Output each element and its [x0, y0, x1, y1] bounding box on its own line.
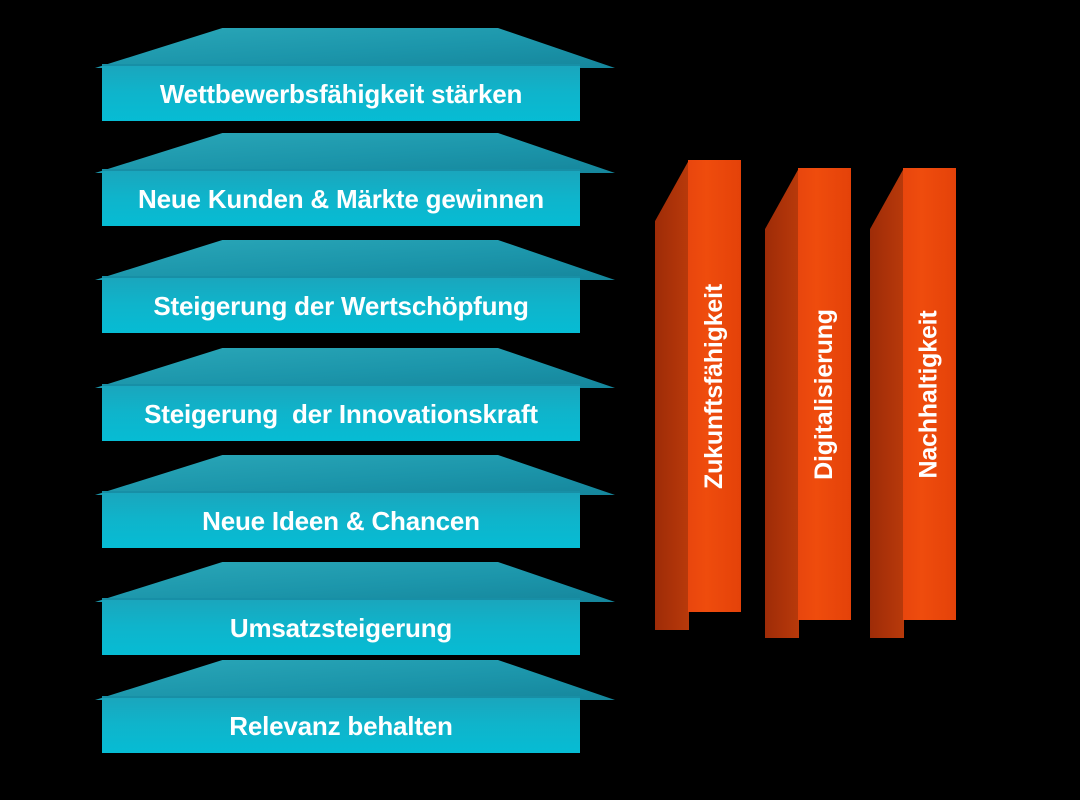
pillar-side-face: [870, 168, 904, 638]
pillar-label-text: Nachhaltigkeit: [915, 309, 944, 479]
slab-item[interactable]: Steigerung der Innovationskraft: [95, 348, 615, 458]
pillar-label: Digitalisierung: [798, 168, 851, 620]
slab-top-face: [95, 348, 615, 388]
slab-label: Wettbewerbsfähigkeit stärken: [159, 78, 523, 109]
slab-front-face: [102, 66, 580, 121]
slab-front-face: [102, 171, 580, 226]
pillar-label-text: Zukunftsfähigkeit: [700, 283, 728, 489]
slab-front-face: [102, 278, 580, 333]
pillar-label: Nachhaltigkeit: [903, 168, 956, 620]
slab-label: Steigerung der Innovationskraft: [144, 398, 538, 429]
slab-front-face: [102, 493, 580, 548]
slab-label: Steigerung der Wertschöpfung: [153, 290, 529, 321]
pillar-label: Zukunftsfähigkeit: [688, 160, 741, 612]
slab-item[interactable]: Neue Kunden & Märkte gewinnen: [95, 133, 615, 243]
slab-label: Umsatzsteigerung: [229, 612, 453, 643]
pillar-front-face: [798, 168, 851, 620]
slab-item[interactable]: Wettbewerbsfähigkeit stärken: [95, 28, 615, 138]
slab-top-face: [95, 562, 615, 602]
pillar-label-text: Digitalisierung: [810, 308, 839, 480]
slab-label: Relevanz behalten: [229, 710, 453, 741]
slab-front-face: [102, 698, 580, 753]
slab-item[interactable]: Steigerung der Wertschöpfung: [95, 240, 615, 350]
slab-front-face: [102, 386, 580, 441]
slab-item[interactable]: Neue Ideen & Chancen: [95, 455, 615, 565]
slab-front-face: [102, 600, 580, 655]
pillar-side-face: [765, 168, 799, 638]
slab-top-face: [95, 133, 615, 173]
slab-label: Neue Ideen & Chancen: [202, 505, 480, 536]
slab-top-face: [95, 455, 615, 495]
pillar-front-face: [688, 160, 741, 612]
slab-item[interactable]: Umsatzsteigerung: [95, 562, 615, 672]
pillar-side-face: [655, 160, 689, 630]
slab-label: Neue Kunden & Märkte gewinnen: [138, 183, 544, 214]
slab-item[interactable]: Relevanz behalten: [95, 660, 615, 770]
pillar-front-face: [903, 168, 956, 620]
slab-top-face: [95, 28, 615, 68]
slab-top-face: [95, 660, 615, 700]
slab-top-face: [95, 240, 615, 280]
